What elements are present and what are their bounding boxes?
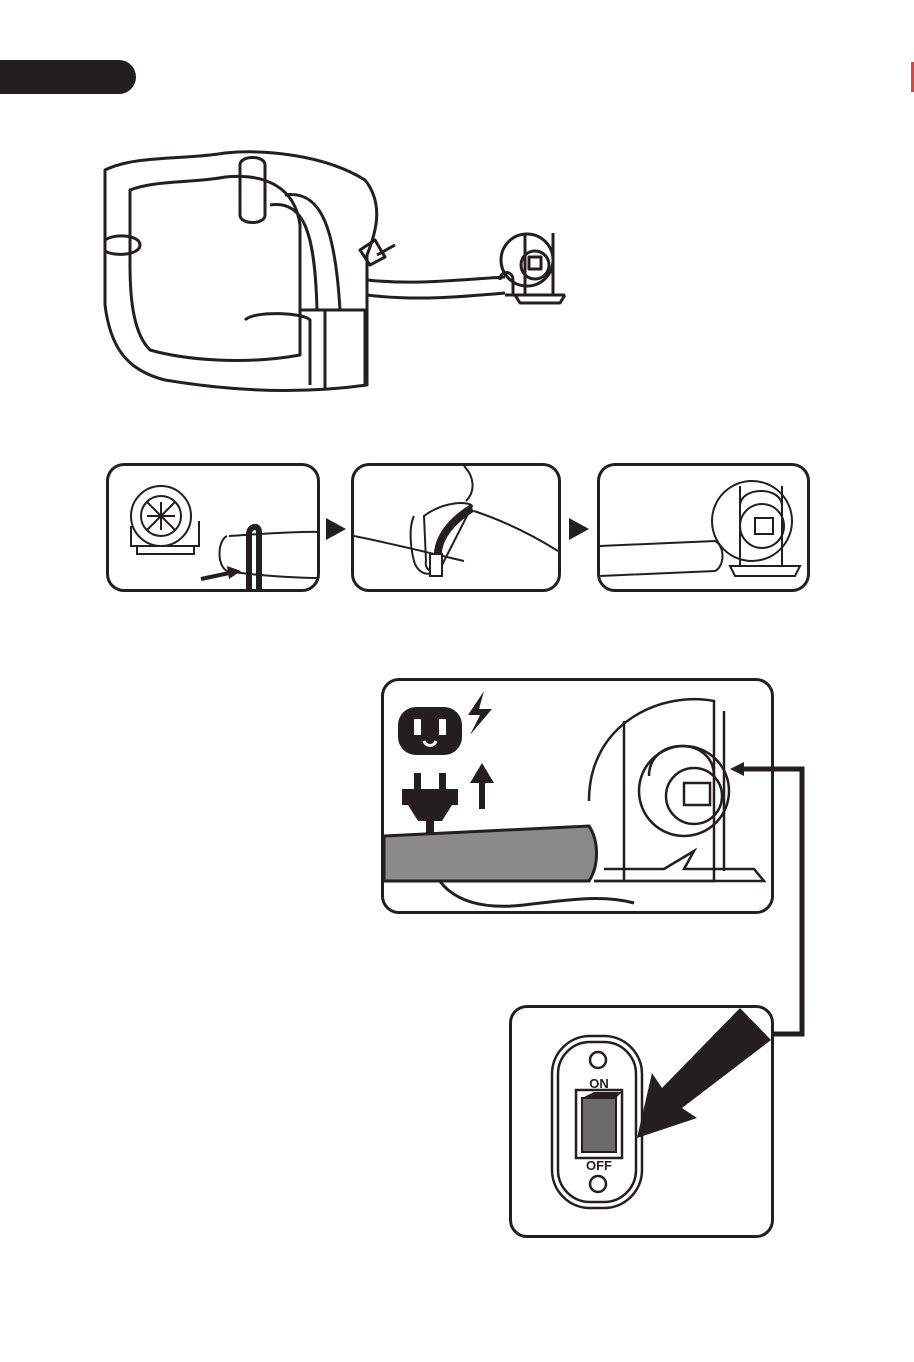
switch-panel: ON OFF xyxy=(509,1005,774,1238)
connector-line xyxy=(728,762,808,1038)
plug-icon xyxy=(402,773,458,835)
rocker-switch xyxy=(512,1008,771,1235)
power-connection-panel xyxy=(381,678,774,914)
blower-strap-illustration xyxy=(109,466,317,589)
blower-connected-illustration xyxy=(600,466,807,589)
step-panel-2 xyxy=(351,463,561,592)
lightning-icon xyxy=(468,691,492,735)
tube-tie-illustration xyxy=(354,466,558,589)
step-arrow-icon xyxy=(569,518,589,540)
step-arrow-icon xyxy=(326,518,346,540)
outlet-icon xyxy=(398,707,462,755)
inflatable-fort-illustration xyxy=(95,145,575,395)
header-tab xyxy=(0,60,136,94)
up-arrow-icon xyxy=(470,763,494,809)
switch-off-label: OFF xyxy=(572,1158,626,1173)
switch-on-label: ON xyxy=(576,1076,622,1091)
step-panel-1 xyxy=(106,463,320,592)
blower-power-illustration xyxy=(384,681,771,911)
step-panel-3 xyxy=(597,463,810,592)
